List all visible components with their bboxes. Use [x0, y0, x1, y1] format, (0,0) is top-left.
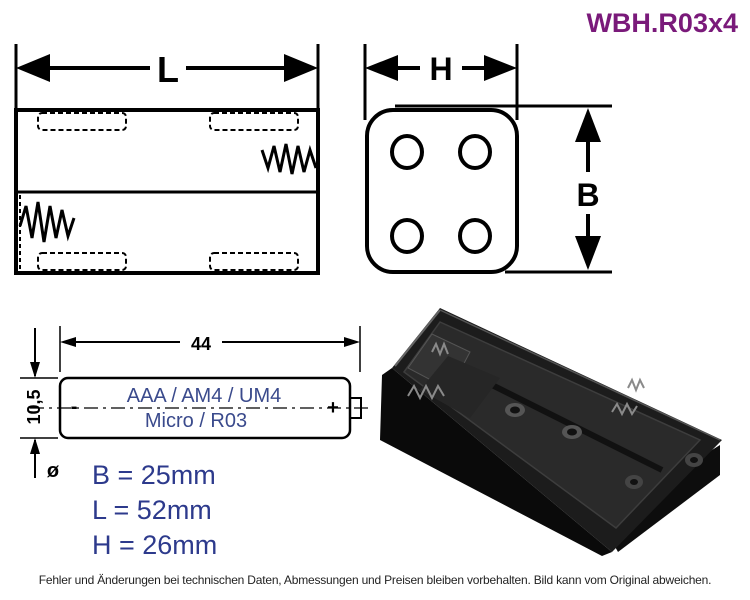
battery-length-label: 44	[191, 334, 211, 354]
battery-drawing	[20, 326, 372, 478]
spec-width: B = 25mm	[92, 460, 216, 490]
dimension-label-h: H	[429, 51, 452, 87]
battery-type-line2: Micro / R03	[145, 410, 247, 432]
spec-length: L = 52mm	[92, 495, 212, 525]
battery-minus-sign: -	[71, 396, 78, 418]
product-code-title: WBH.R03x4	[586, 8, 738, 38]
side-view-drawing	[363, 44, 612, 274]
battery-diameter-label: 10,5	[24, 389, 44, 424]
battery-type-line1: AAA / AM4 / UM4	[127, 385, 282, 407]
front-view-drawing	[14, 44, 320, 275]
diameter-symbol: ø	[47, 460, 60, 482]
dimension-label-b: B	[576, 177, 599, 213]
battery-holder-photo	[380, 308, 722, 556]
disclaimer-footer: Fehler und Änderungen bei technischen Da…	[38, 573, 712, 587]
spec-height: H = 26mm	[92, 530, 218, 560]
spring-icon	[18, 201, 76, 243]
spring-icon	[260, 143, 318, 175]
dimension-label-l: L	[157, 49, 179, 90]
battery-plus-sign: +	[327, 397, 339, 419]
